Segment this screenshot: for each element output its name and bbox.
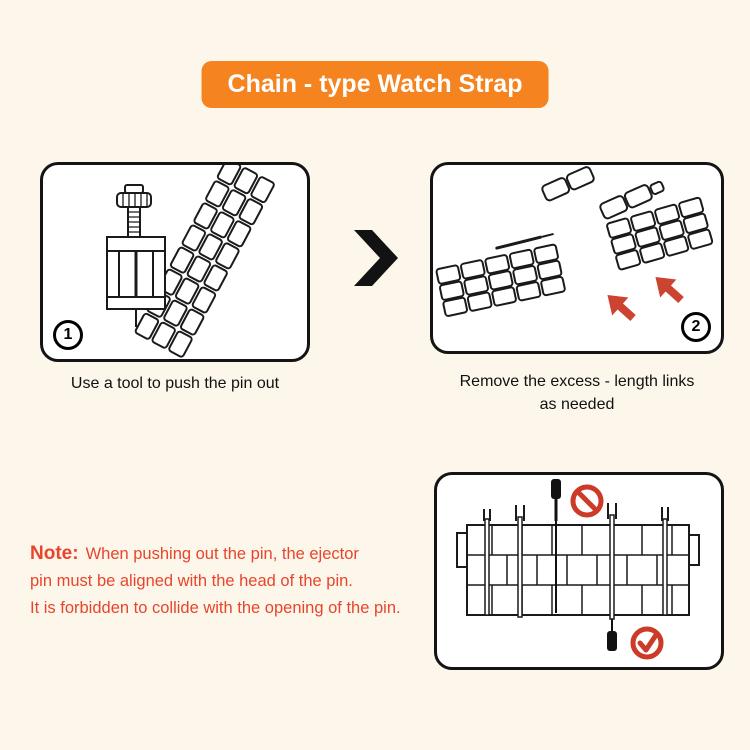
pin-removal-tool-illustration (106, 165, 276, 359)
step2-caption-line1: Remove the excess - length links (459, 373, 695, 390)
note-line2: pin must be aligned with the head of the… (30, 572, 353, 590)
step1-number-badge: 1 (53, 320, 83, 350)
removed-link-piece (541, 166, 595, 202)
band-cross-section (456, 524, 700, 616)
ejector-pin-tool (551, 479, 561, 613)
next-step-arrow-icon (354, 230, 398, 286)
checkmark-icon (630, 626, 664, 660)
removed-link-piece (599, 180, 665, 220)
step2-number-badge: 2 (681, 312, 711, 342)
red-direction-arrow (607, 294, 636, 322)
loose-pin (495, 232, 554, 250)
pushed-out-pin (607, 503, 617, 651)
prohibition-icon (570, 484, 604, 518)
note-line3: It is forbidden to collide with the open… (30, 599, 401, 617)
step1-panel: 1 (40, 162, 310, 362)
note-line1: When pushing out the pin, the ejector (85, 545, 359, 563)
note-text: Note: When pushing out the pin, the eject… (30, 540, 401, 622)
note-label: Note: (30, 543, 79, 564)
red-direction-arrow (655, 276, 684, 304)
spring-bar-pin (515, 505, 525, 618)
band-segment-left (435, 243, 567, 318)
step2-caption: Remove the excess - length links as need… (430, 370, 724, 416)
step1-number: 1 (63, 326, 73, 343)
separated-links-illustration (435, 166, 714, 322)
title-banner: Chain - type Watch Strap (201, 61, 549, 108)
step2-caption-line2: as needed (539, 396, 615, 413)
page-title: Chain - type Watch Strap (227, 70, 523, 98)
spring-bar-pin (661, 507, 669, 616)
spring-bar-pin (483, 509, 491, 616)
link-pin-tool (106, 184, 166, 327)
pin-alignment-diagram (456, 479, 700, 660)
step2-number: 2 (691, 318, 701, 335)
step2-panel: 2 (430, 162, 724, 354)
pin-alignment-panel (434, 472, 724, 670)
step1-caption: Use a tool to push the pin out (70, 375, 280, 392)
